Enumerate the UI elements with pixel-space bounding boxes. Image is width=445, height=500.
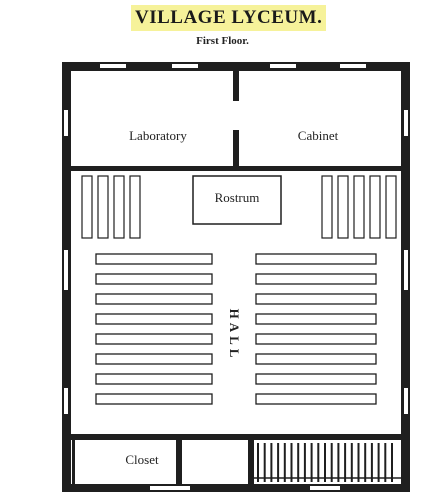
plan-title: VILLAGE LYCEUM. bbox=[131, 5, 327, 31]
closet-label: Closet bbox=[125, 452, 159, 467]
pew-left-8 bbox=[95, 393, 213, 405]
plan-structure bbox=[62, 62, 410, 492]
pew-right-3 bbox=[255, 293, 377, 305]
stair-wall-west bbox=[248, 440, 254, 484]
pew-left-4 bbox=[95, 313, 213, 325]
exterior-wall-north bbox=[62, 62, 410, 71]
wall-lower-rooms bbox=[71, 434, 401, 440]
pew-left-2 bbox=[95, 273, 213, 285]
side-bench-left-2 bbox=[97, 175, 109, 239]
cabinet-label: Cabinet bbox=[298, 128, 339, 143]
pew-right-8 bbox=[255, 393, 377, 405]
wall-upper-rooms bbox=[71, 166, 401, 171]
window-north-2 bbox=[172, 64, 198, 68]
window-east-3 bbox=[404, 388, 408, 414]
pew-right-1 bbox=[255, 253, 377, 265]
pew-left-6 bbox=[95, 353, 213, 365]
side-bench-right-4 bbox=[369, 175, 381, 239]
closet-wall-west bbox=[72, 440, 75, 484]
window-north-1 bbox=[100, 64, 126, 68]
window-north-4 bbox=[340, 64, 366, 68]
rostrum-label: Rostrum bbox=[215, 190, 260, 205]
pew-right-6 bbox=[255, 353, 377, 365]
window-east-2 bbox=[404, 250, 408, 290]
pew-left-5 bbox=[95, 333, 213, 345]
hall-label: HALL bbox=[227, 309, 242, 362]
window-north-3 bbox=[270, 64, 296, 68]
side-bench-left-4 bbox=[129, 175, 141, 239]
side-bench-left-1 bbox=[81, 175, 93, 239]
closet-wall-east bbox=[176, 440, 182, 484]
pew-right-5 bbox=[255, 333, 377, 345]
side-bench-left-3 bbox=[113, 175, 125, 239]
pew-right-4 bbox=[255, 313, 377, 325]
pew-right-2 bbox=[255, 273, 377, 285]
door-south-1 bbox=[310, 486, 340, 490]
side-bench-right-3 bbox=[353, 175, 365, 239]
pew-left-3 bbox=[95, 293, 213, 305]
side-bench-right-5 bbox=[385, 175, 397, 239]
partition-lab-cabinet-upper bbox=[233, 71, 239, 101]
window-west-1 bbox=[64, 110, 68, 136]
rostrum-platform bbox=[192, 175, 282, 225]
laboratory-label: Laboratory bbox=[129, 128, 187, 143]
pew-left-7 bbox=[95, 373, 213, 385]
side-bench-right-2 bbox=[337, 175, 349, 239]
partition-lab-cabinet-lower bbox=[233, 130, 239, 170]
window-west-2 bbox=[64, 250, 68, 290]
window-east-1 bbox=[404, 110, 408, 136]
window-west-3 bbox=[64, 388, 68, 414]
pew-right-7 bbox=[255, 373, 377, 385]
plan-subtitle: First Floor. bbox=[196, 35, 249, 47]
side-bench-right-1 bbox=[321, 175, 333, 239]
exterior-wall-south bbox=[62, 484, 410, 492]
window-south-1 bbox=[150, 486, 190, 490]
pew-left-1 bbox=[95, 253, 213, 265]
